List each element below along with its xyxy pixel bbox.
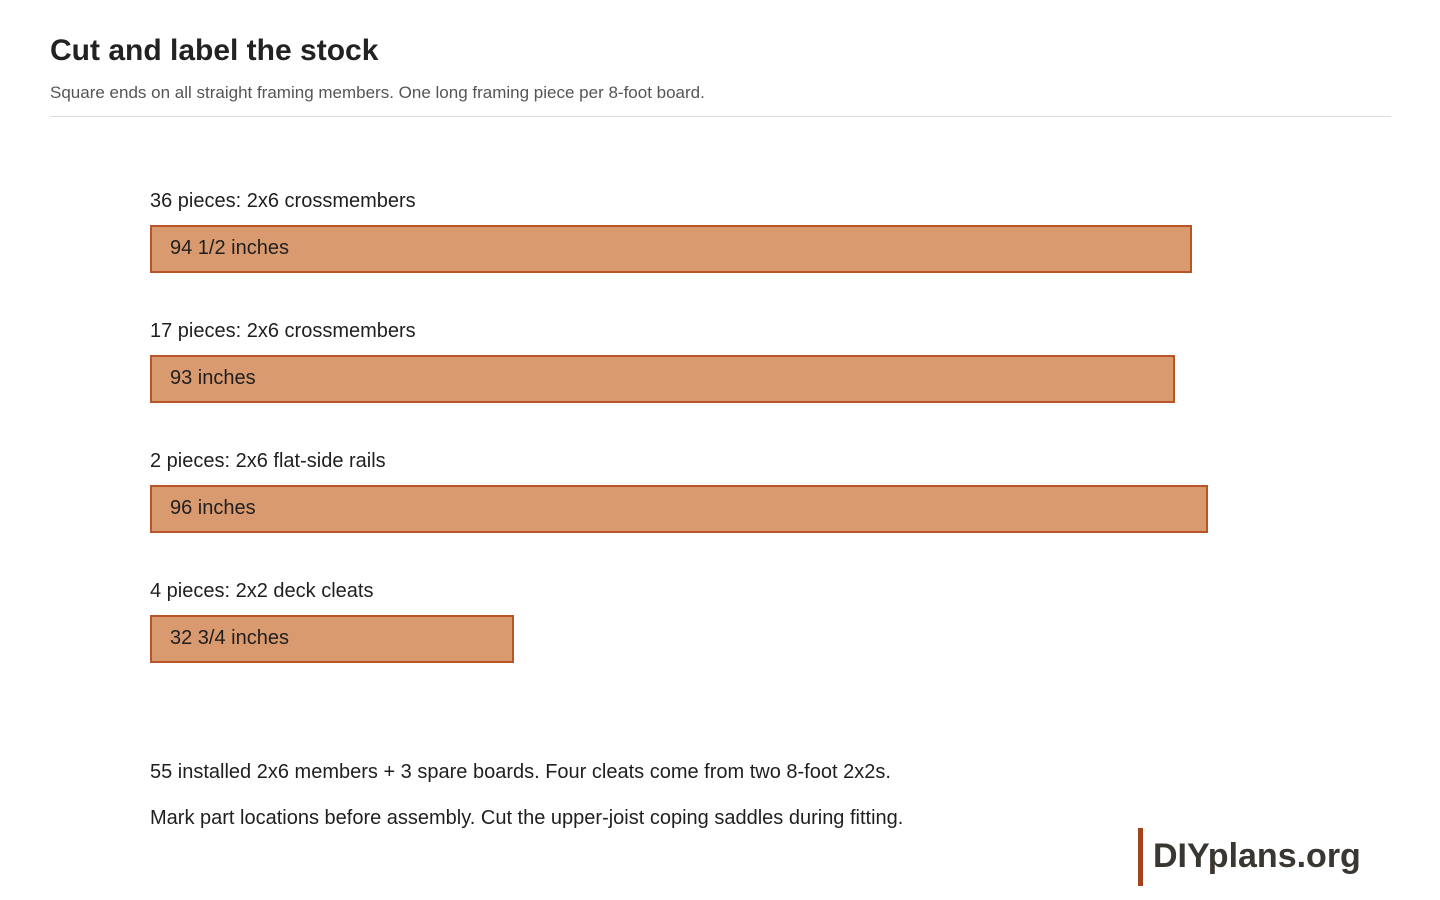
board-length-label: 32 3/4 inches: [170, 627, 289, 649]
cut-item: 36 pieces: 2x6 crossmembers 94 1/2 inche…: [150, 186, 1250, 273]
cut-label: 17 pieces: 2x6 crossmembers: [150, 320, 416, 342]
cut-item: 2 pieces: 2x6 flat-side rails 96 inches: [150, 446, 1250, 533]
brand-name: DIYplans.org: [1153, 837, 1361, 875]
board-bar: 32 3/4 inches: [150, 615, 514, 663]
cut-label: 2 pieces: 2x6 flat-side rails: [150, 450, 386, 472]
board-length-label: 94 1/2 inches: [170, 237, 289, 259]
page-title: Cut and label the stock: [50, 34, 379, 67]
cut-label: 4 pieces: 2x2 deck cleats: [150, 580, 374, 602]
cut-item: 17 pieces: 2x6 crossmembers 93 inches: [150, 316, 1250, 403]
board-bar: 94 1/2 inches: [150, 225, 1192, 273]
note-summary: 55 installed 2x6 members + 3 spare board…: [150, 761, 891, 783]
notes: 55 installed 2x6 members + 3 spare board…: [150, 758, 1100, 850]
board-length-label: 96 inches: [170, 497, 256, 519]
board-bar: 93 inches: [150, 355, 1175, 403]
cut-label: 36 pieces: 2x6 crossmembers: [150, 190, 416, 212]
board-bar: 96 inches: [150, 485, 1208, 533]
cut-item: 4 pieces: 2x2 deck cleats 32 3/4 inches: [150, 576, 1250, 663]
board-length-label: 93 inches: [170, 367, 256, 389]
page-subtitle: Square ends on all straight framing memb…: [50, 83, 705, 102]
brand-logo: DIYplans.org: [1138, 828, 1361, 886]
page-header: Cut and label the stock Square ends on a…: [50, 32, 1391, 117]
note-marking: Mark part locations before assembly. Cut…: [150, 807, 904, 829]
